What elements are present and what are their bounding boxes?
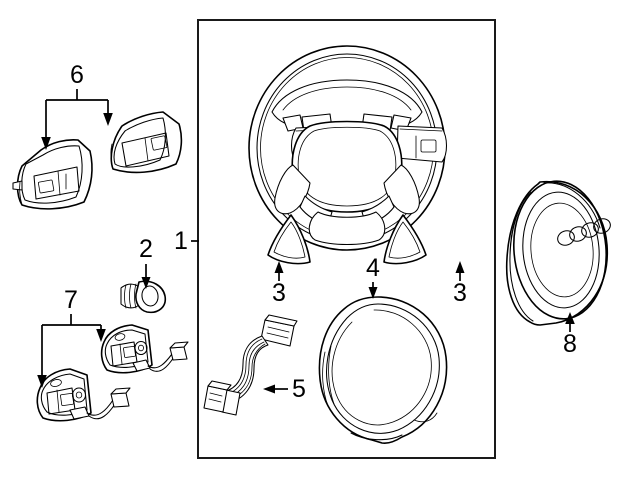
- shift-paddle-switch-lower: [36, 368, 131, 422]
- shift-paddle-switch-upper: [100, 324, 189, 374]
- spoke-trim-cover-right: [383, 214, 427, 265]
- callout-3-left-label: 3: [272, 279, 286, 307]
- callout-3-right-label: 3: [453, 279, 467, 307]
- callout-5-leader: [263, 384, 288, 394]
- callout-1-label: 1: [174, 227, 188, 255]
- callout-8-label: 8: [563, 330, 577, 358]
- callout-4-label: 4: [366, 254, 380, 282]
- steering-wheel-illustration: [248, 45, 448, 251]
- driver-airbag-module: [318, 296, 448, 445]
- callout-7-leader: [37, 314, 106, 388]
- spoke-trim-cover-left: [267, 214, 311, 265]
- horn-pad-audi-emblem-cover: [505, 180, 611, 326]
- callout-5-label: 5: [292, 375, 306, 403]
- audi-four-rings-emblem: [557, 218, 611, 246]
- callout-4-leader: [368, 282, 378, 299]
- callout-2-label: 2: [139, 235, 153, 263]
- callout-6-leader: [41, 89, 113, 150]
- callout-3-left-leader: [274, 261, 284, 281]
- callout-7-label: 7: [64, 286, 78, 314]
- callout-2-leader: [141, 264, 151, 289]
- clock-spring-ribbon-cable: [203, 314, 298, 416]
- multifunction-switch-bezel-right: [110, 111, 183, 174]
- steering-wheel-assembly-group-box: [197, 19, 496, 459]
- mounting-bolt: [120, 280, 167, 314]
- callout-6-label: 6: [70, 61, 84, 89]
- callout-3-right-leader: [455, 261, 465, 281]
- multifunction-switch-bezel-left: [12, 139, 93, 210]
- callout-8-leader: [565, 312, 575, 332]
